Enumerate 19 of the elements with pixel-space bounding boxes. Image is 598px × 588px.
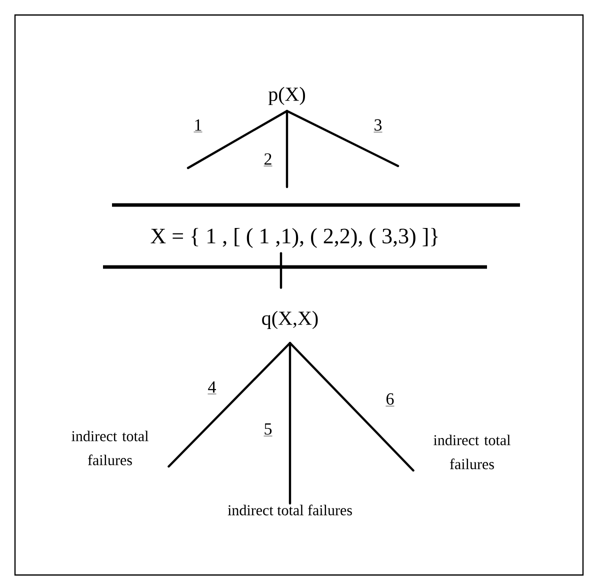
branch-line bbox=[288, 342, 292, 505]
leaf-label: indirect total failures bbox=[434, 434, 510, 470]
branch-number: 3 bbox=[374, 119, 382, 132]
branch-number: 6 bbox=[386, 393, 394, 406]
predicate-label: p(X) bbox=[268, 86, 305, 106]
predicate-label: q(X,X) bbox=[262, 310, 318, 330]
branch-number: 5 bbox=[264, 423, 272, 436]
branch-line bbox=[288, 342, 414, 472]
branch-line bbox=[286, 110, 400, 168]
branch-line bbox=[168, 342, 292, 468]
branch-line bbox=[186, 110, 288, 170]
branch-number: 1 bbox=[194, 119, 202, 132]
branch-line bbox=[280, 252, 282, 289]
branch-number: 4 bbox=[208, 381, 216, 394]
branch-line bbox=[286, 110, 288, 188]
leaf-label: indirect total failures bbox=[72, 430, 148, 466]
equation-band: X = { 1 , [ ( 1 ,1), ( 2,2), ( 3,3) ]} bbox=[103, 203, 520, 269]
leaf-label: indirect total failures bbox=[228, 504, 352, 516]
branch-number: 2 bbox=[264, 153, 272, 166]
